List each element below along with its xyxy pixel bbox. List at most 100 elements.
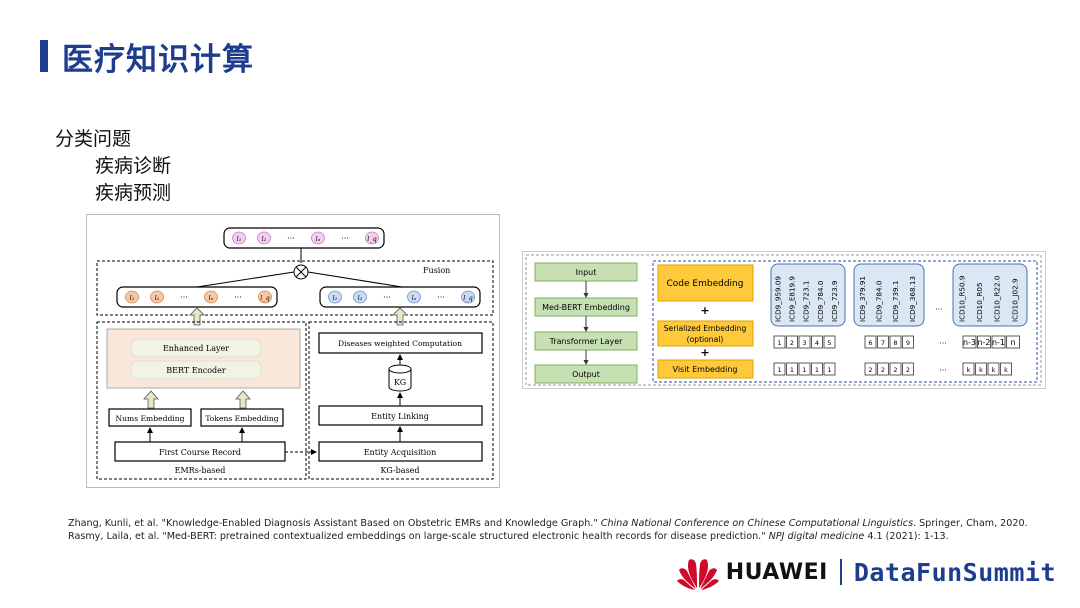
pipeline-step-box — [534, 364, 638, 384]
tokens-embedding-label: Tokens Embedding — [205, 414, 278, 423]
serialized-value: 9 — [906, 339, 910, 347]
reference-2-text: Rasmy, Laila, et al. "Med-BERT: pretrain… — [68, 530, 769, 542]
enhanced-layer — [130, 338, 262, 358]
kg-database-icon: KG — [388, 364, 412, 392]
icd-code-label: ICD10_R50.9 — [957, 275, 966, 322]
kg-token-circle — [407, 290, 421, 304]
fusion-label: Fusion — [423, 266, 450, 275]
output-token-label: l_q — [367, 235, 377, 243]
kg-label: KG — [394, 378, 406, 387]
plus-sign-2: + — [700, 346, 709, 359]
visit-index-cell — [975, 362, 987, 376]
icd-code-label: ICD9_739.1 — [891, 281, 900, 322]
visit-index-cell — [877, 362, 889, 376]
bullet-item-prediction: 疾病预测 — [95, 182, 172, 204]
serialized-cell — [991, 335, 1006, 349]
visit-index-cell — [987, 362, 1000, 376]
output-token-label: l₂ — [262, 235, 267, 243]
visit-code-group — [952, 263, 1028, 327]
bullet-item-diagnosis: 疾病诊断 — [95, 155, 172, 177]
output-ellipsis: ··· — [287, 234, 295, 243]
serialized-value: 5 — [827, 339, 831, 347]
emr-token-label: l₁ — [130, 294, 135, 302]
visit-index-cell — [798, 362, 811, 376]
icd-code-label: ICD9_723.1 — [802, 281, 811, 322]
fusion-box — [96, 260, 494, 316]
serialized-value: n-3 — [963, 338, 976, 347]
serialized-cell — [864, 335, 877, 349]
serialized-cell — [773, 335, 786, 349]
diseases-weighted-label: Diseases weighted Computation — [338, 339, 462, 348]
emr-token-circle — [150, 290, 164, 304]
optional-label: (optional) — [687, 335, 724, 344]
visit-index-value: 2 — [893, 366, 897, 374]
icd-code-label: ICD10_R05 — [975, 282, 984, 322]
icd-code-label: ICD9_723.9 — [830, 280, 839, 322]
first-course-record-label: First Course Record — [159, 448, 241, 457]
emr-token-circle — [258, 290, 272, 304]
visit-index-value: k — [979, 366, 983, 374]
emr-token-label: l_q — [260, 294, 270, 302]
visit-index-cell — [962, 362, 975, 376]
kg-ellipsis: ··· — [383, 293, 391, 302]
entity-acquisition-label: Entity Acquisition — [364, 448, 437, 457]
visit-embedding-label: Visit Embedding — [673, 365, 738, 374]
visit-index-value: 1 — [815, 366, 819, 374]
serialized-cell — [1006, 335, 1020, 349]
emr-token-circle — [125, 290, 139, 304]
serialized-value: 4 — [815, 339, 819, 347]
visit-index-value: 2 — [868, 366, 872, 374]
pipeline-step-label: Input — [576, 268, 597, 277]
serialized-cell — [786, 335, 798, 349]
serialized-cell — [811, 335, 823, 349]
enhanced-layer-label: Enhanced Layer — [163, 344, 229, 353]
serialized-value: n — [1010, 338, 1015, 347]
reference-2-venue: NPJ digital medicine — [768, 530, 865, 542]
diseases-weighted-computation — [318, 332, 483, 354]
icd-code-label: ICD9_784.0 — [875, 280, 884, 322]
icd-code-label: ICD9_368.13 — [908, 276, 917, 322]
kg-token-label: l_q — [463, 294, 473, 302]
entity-acquisition — [318, 441, 483, 462]
bert-encoder — [130, 360, 262, 380]
pipeline-step-label: Output — [572, 370, 600, 379]
nums-embedding — [108, 408, 192, 427]
footer-separator — [839, 559, 842, 585]
visit-code-group — [770, 263, 846, 327]
serialized-value: 3 — [802, 339, 806, 347]
entity-linking — [318, 405, 483, 426]
icd-code-label: ICD9_959.09 — [773, 276, 782, 322]
kg-ellipsis: ··· — [437, 293, 445, 302]
nums-embedding-label: Nums Embedding — [115, 414, 184, 423]
row-ellipsis: ··· — [939, 339, 947, 348]
entity-linking-label: Entity Linking — [371, 412, 429, 421]
visit-ellipsis: ··· — [935, 305, 943, 314]
kg-based-label: KG-based — [380, 466, 419, 475]
kg-token-bar — [319, 286, 481, 308]
serialized-embedding-box — [657, 320, 754, 347]
serialized-cell — [902, 335, 914, 349]
bullet-main: 分类问题 — [55, 128, 132, 150]
tokens-embedding — [200, 408, 284, 427]
reference-2-end: 4.1 (2021): 1-13. — [864, 530, 949, 542]
serialized-value: 8 — [893, 339, 897, 347]
page-title: 医疗知识计算 — [62, 42, 254, 78]
visit-index-cell — [889, 362, 902, 376]
visit-index-cell — [811, 362, 823, 376]
huawei-brand-text: HUAWEI — [725, 559, 828, 585]
reference-1-text: Zhang, Kunli, et al. "Knowledge-Enabled … — [68, 518, 601, 529]
output-token-label: l₁ — [237, 235, 242, 243]
kg-token-label: l₁ — [333, 294, 338, 302]
pipeline-step-label: Med-BERT Embedding — [542, 303, 630, 312]
datafun-summit-text: DataFunSummit — [853, 557, 1056, 587]
plus-sign-1: + — [700, 304, 709, 317]
visit-index-cell — [773, 362, 786, 376]
title-accent-bar — [40, 40, 48, 72]
visit-index-value: 1 — [827, 366, 831, 374]
output-token-circle — [232, 231, 246, 245]
kg-token-circle — [328, 290, 342, 304]
